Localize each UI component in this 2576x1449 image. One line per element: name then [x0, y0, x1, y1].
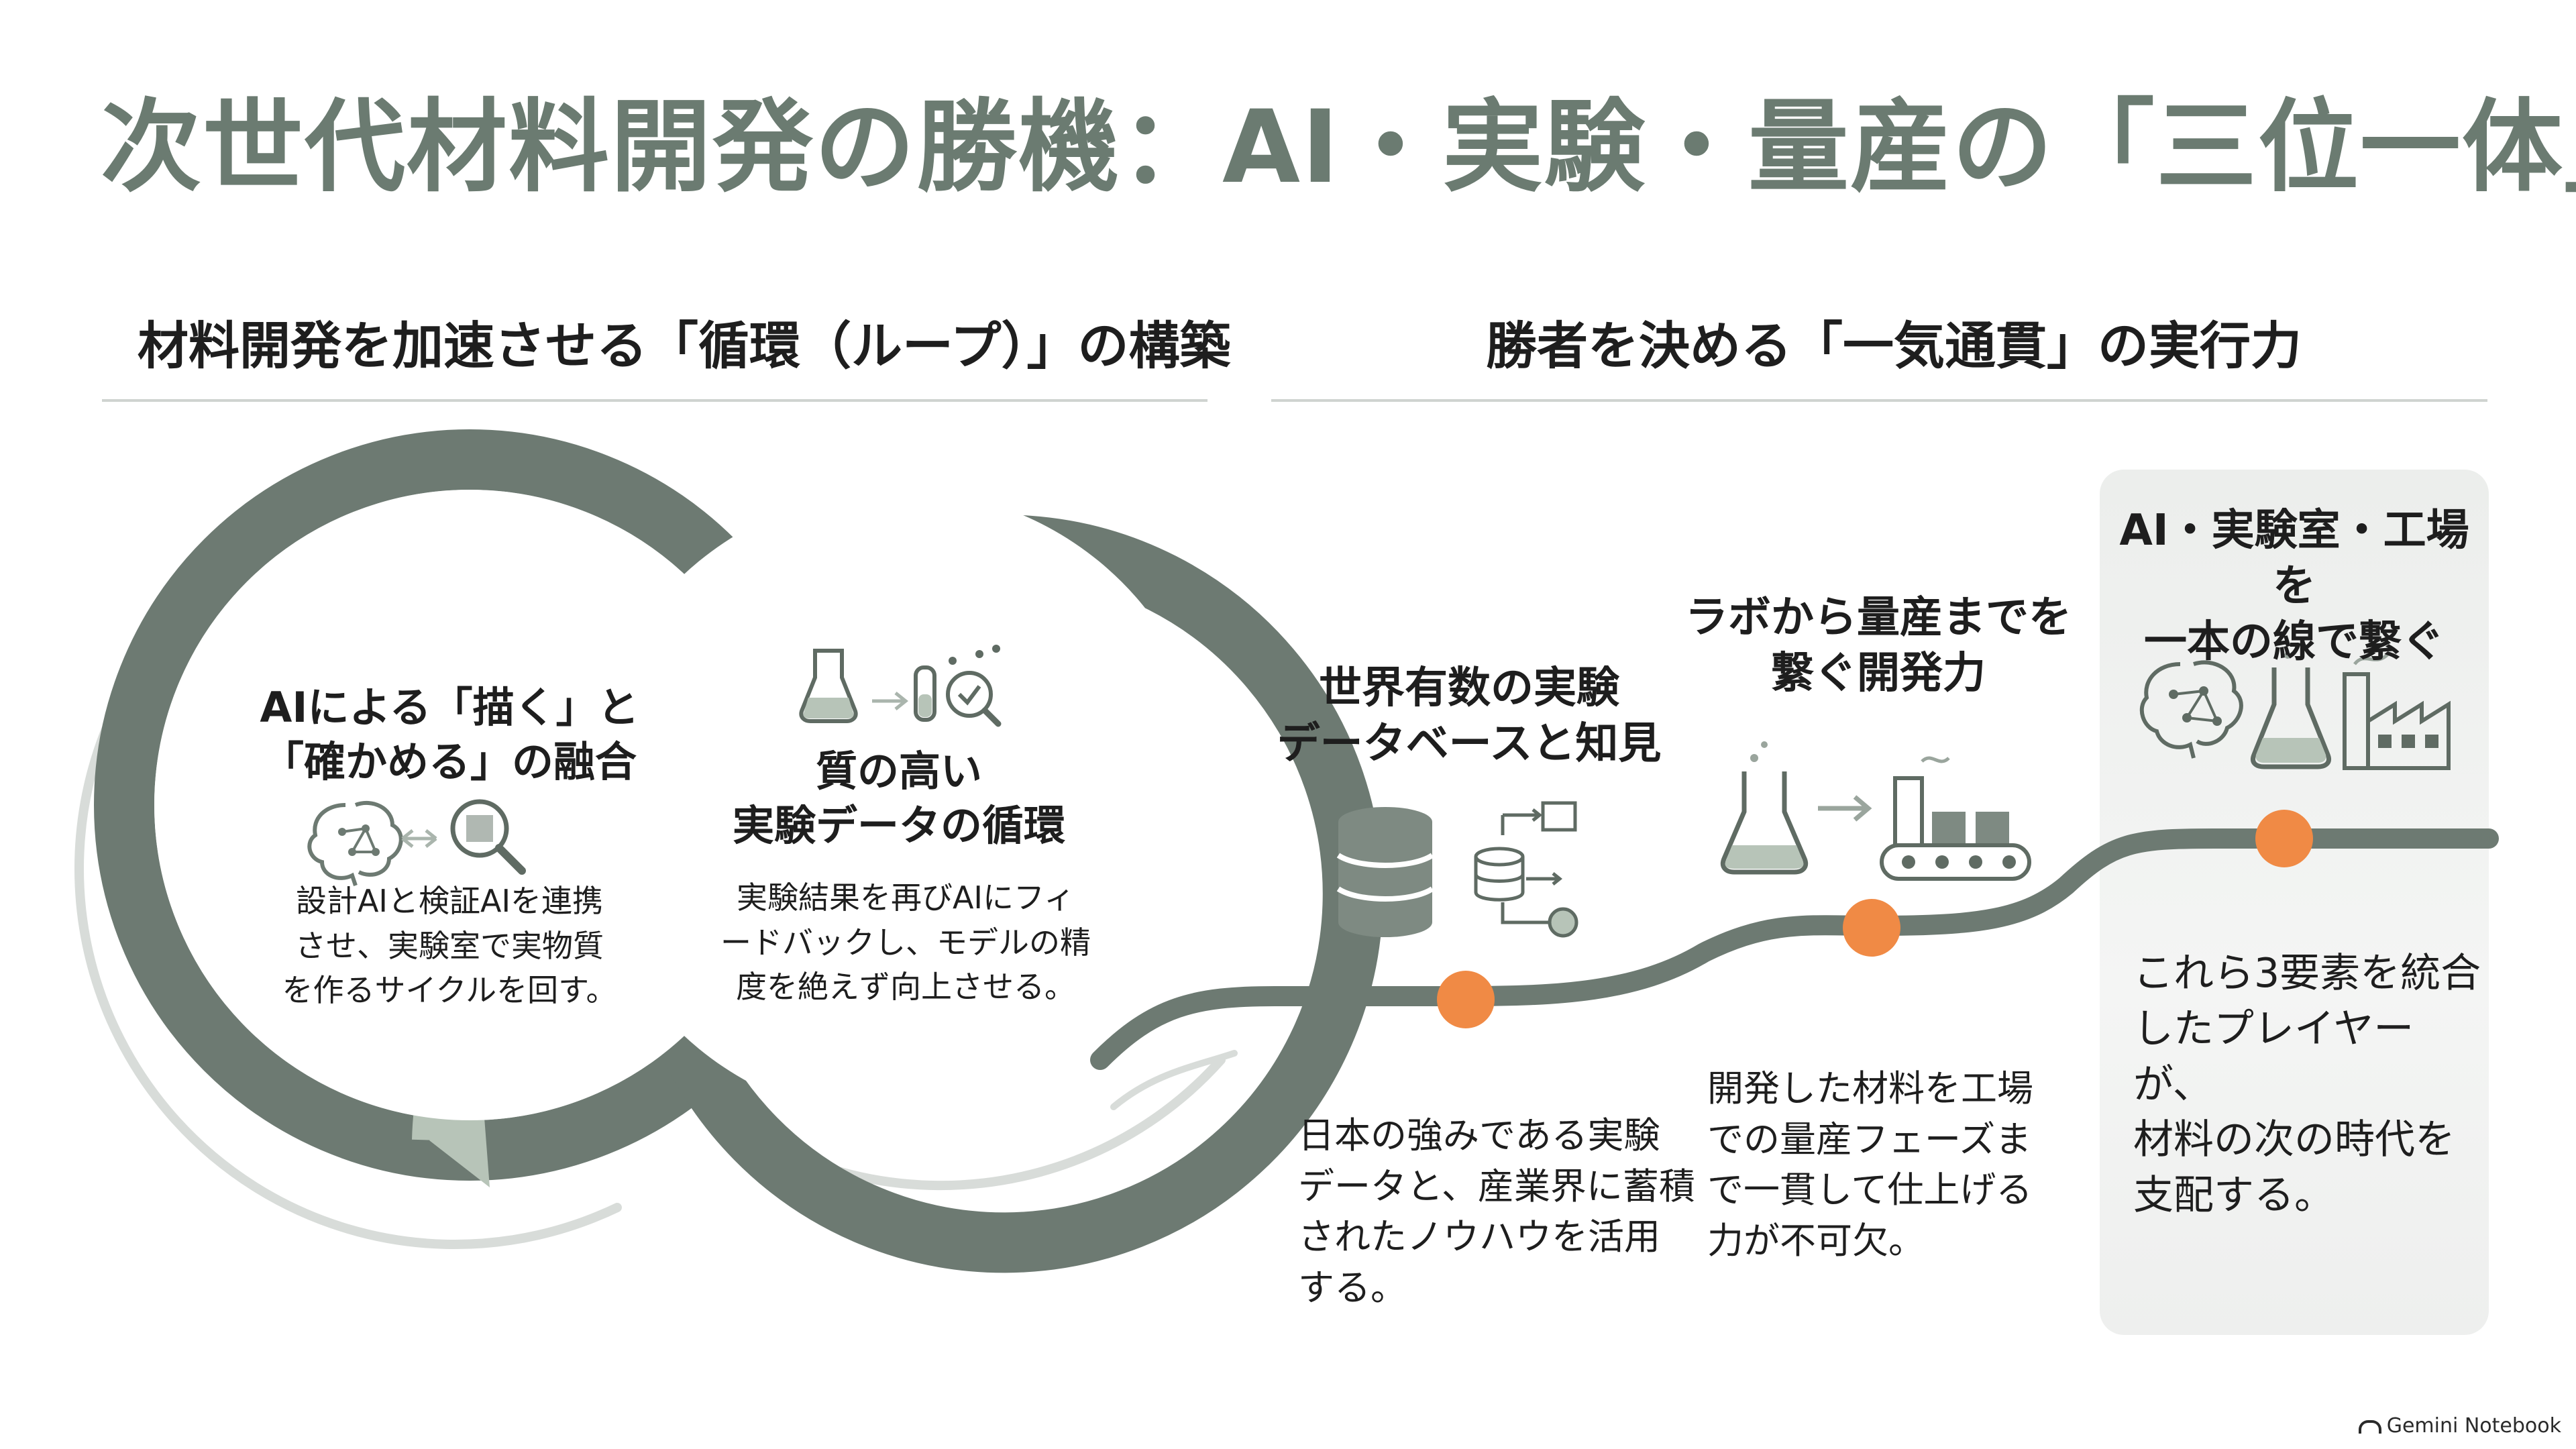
database-icon	[1336, 807, 1434, 937]
swap-arrow-icon	[401, 829, 437, 848]
final-step-panel	[2100, 470, 2489, 1335]
loop-arrowhead-bottom	[429, 1100, 490, 1187]
left-section-heading: 材料開発を加速させる「循環（ループ）」の構築	[138, 316, 1231, 376]
panel-flask-icon	[2251, 652, 2331, 769]
magnifier-icon	[450, 799, 526, 875]
milestone-3	[2255, 810, 2313, 867]
right-loop-halo	[820, 1055, 1226, 1191]
factory-icon	[2343, 653, 2451, 770]
flask-icon	[799, 649, 858, 723]
left-divider	[102, 399, 1208, 402]
page-title: 次世代材料開発の勝機：AI・実験・量産の「三位一体」	[101, 89, 2576, 206]
footer-brand: Gemini Notebook	[2358, 1414, 2561, 1438]
conveyor-icon	[1880, 756, 2031, 881]
right-loop-ring	[656, 515, 1383, 1273]
right-divider	[1271, 399, 2487, 402]
step-2-body: 開発した材料を工場 での量産フェーズま で一貫して仕上げる 力が不可欠。	[1707, 1067, 2033, 1262]
milestone-2	[1843, 899, 1900, 957]
ai-brain-icon	[2139, 660, 2243, 759]
step-3-body: これら3要素を統合 したプレイヤーが、 材料の次の時代を 支配する。	[2133, 950, 2481, 1220]
step-arrow-icon	[1818, 795, 1872, 822]
left-loop-body: 設計AIと検証AIを連携 させ、実験室で実物質 を作るサイクルを回す。	[282, 883, 617, 1009]
right-loop-body: 実験結果を再びAIにフィ ードバックし、モデルの精 度を絶えず向上させる。	[720, 879, 1091, 1006]
timeline-shadow	[1110, 1050, 1238, 1110]
left-loop-heading: AIによる「描く」と 「確かめる」の融合	[260, 683, 639, 786]
step-2-heading: ラボから量産までを 繋ぐ開発力	[1685, 593, 2072, 699]
arrow-icon	[872, 692, 909, 710]
test-tubes-icon	[914, 645, 1002, 727]
brain-icon	[307, 800, 403, 886]
notebook-logo-icon	[2358, 1419, 2381, 1434]
step-3-heading: AI・実験室・工場を 一本の線で繋ぐ	[2119, 506, 2469, 667]
timeline-path	[1090, 828, 2499, 1070]
lab-flask-icon	[1720, 741, 1809, 875]
milestone-1	[1437, 971, 1495, 1028]
step-1-heading: 世界有数の実験 データベースと知見	[1277, 663, 1662, 769]
step-1-body: 日本の強みである実験 データと、産業界に蓄積 されたノウハウを活用 する。	[1298, 1114, 1695, 1309]
footer-label: Gemini Notebook	[2386, 1414, 2561, 1438]
small-database-icon	[1474, 801, 1578, 938]
right-loop-inner	[584, 490, 1214, 1120]
right-loop-heading: 質の高い 実験データの循環	[732, 747, 1065, 850]
right-section-heading: 勝者を決める「一気通貫」の実行力	[1486, 316, 2302, 376]
